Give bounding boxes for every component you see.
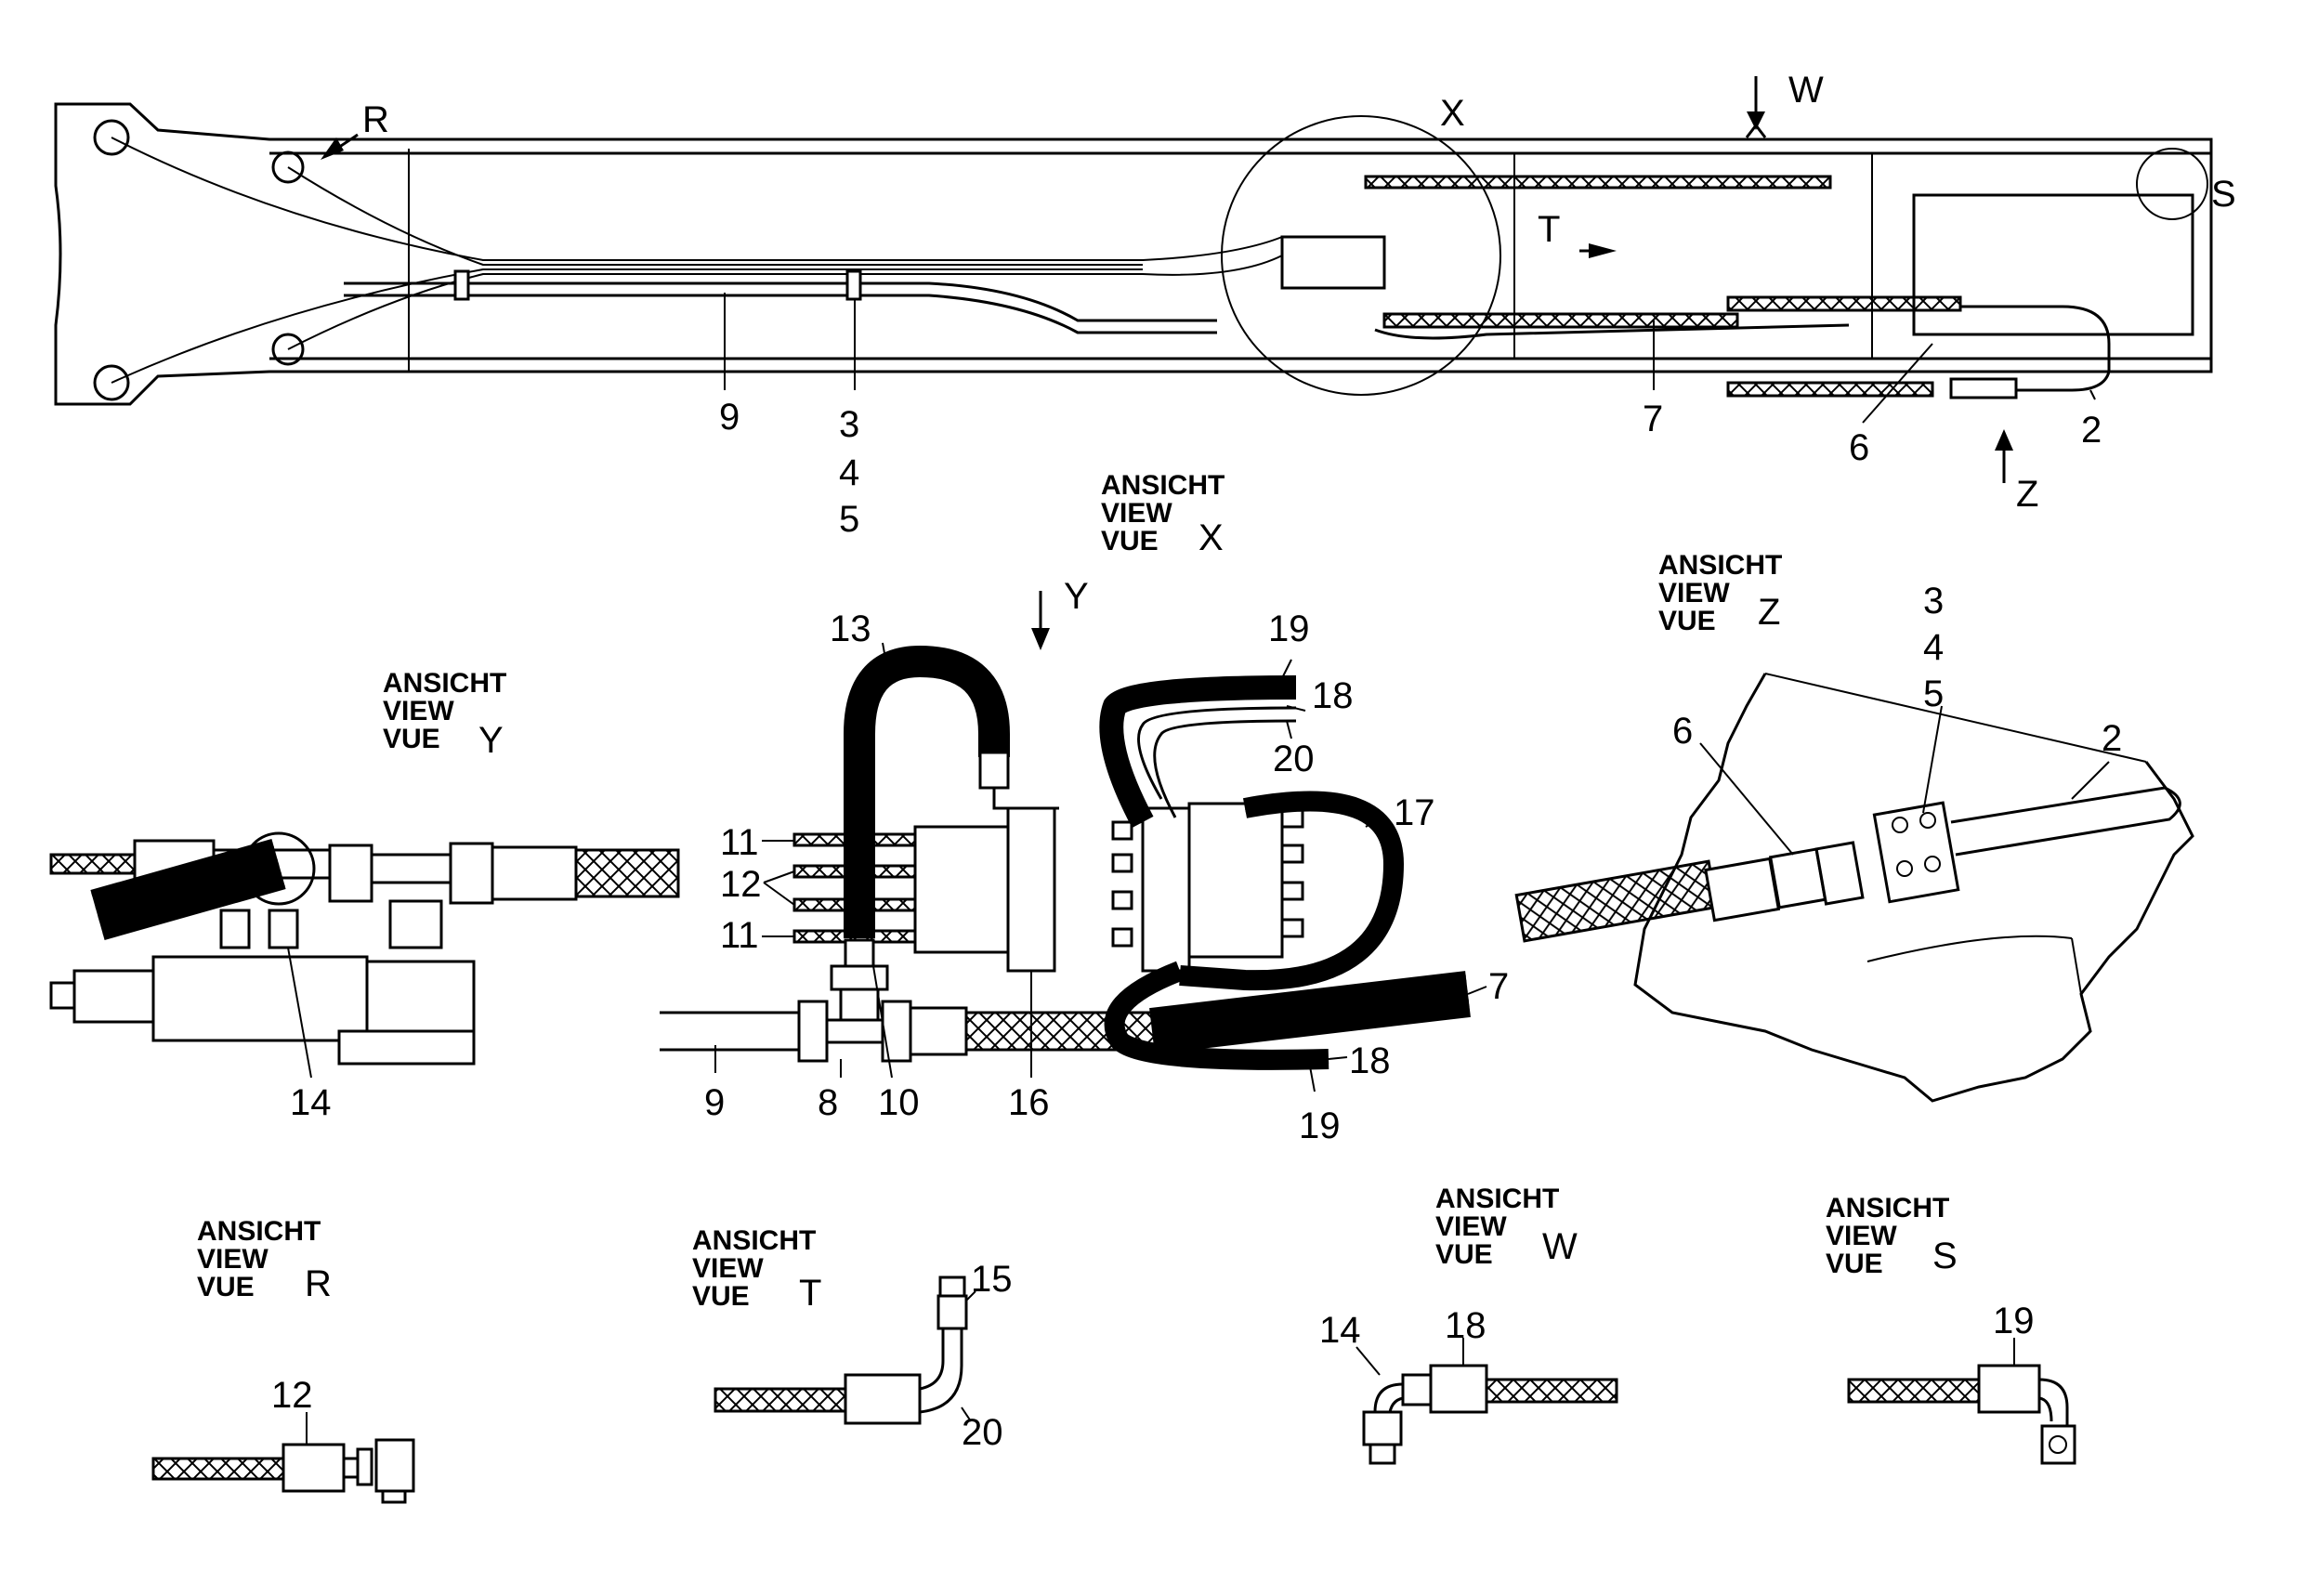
view-w-title-l1: ANSICHT: [1435, 1184, 1559, 1214]
view-s-title-l3: VUE: [1826, 1249, 1883, 1279]
callout-16: 16: [1008, 1082, 1050, 1123]
callout-19-s: 19: [1993, 1301, 2035, 1341]
callout-7-x: 7: [1488, 966, 1509, 1007]
view-y-title-l3: VUE: [383, 724, 440, 754]
callout-10: 10: [878, 1082, 920, 1123]
view-z-title-l3: VUE: [1658, 606, 1716, 636]
callout-15: 15: [971, 1259, 1013, 1300]
callout-17: 17: [1394, 792, 1435, 833]
callout-18-w: 18: [1445, 1305, 1486, 1346]
view-s-title-l1: ANSICHT: [1826, 1193, 1949, 1223]
view-w-detail: ANSICHT VIEW VUE W 14 18: [1319, 1184, 1618, 1465]
callout-13: 13: [830, 608, 871, 649]
marker-r: R: [362, 99, 389, 140]
callout-11-upper: 11: [720, 822, 759, 863]
callout-2-z: 2: [2102, 718, 2122, 759]
view-w-title-letter: W: [1542, 1226, 1578, 1267]
callout-2-main: 2: [2081, 410, 2102, 451]
view-y-title-letter: Y: [478, 720, 504, 761]
callout-7-main: 7: [1643, 399, 1663, 439]
view-r-title-letter: R: [305, 1263, 332, 1304]
view-r-title-l1: ANSICHT: [197, 1216, 321, 1247]
view-t-title-l2: VIEW: [692, 1253, 764, 1284]
view-s-title-letter: S: [1932, 1236, 1958, 1276]
view-t-detail: ANSICHT VIEW VUE T 15 20: [692, 1225, 1013, 1453]
view-s-title-l2: VIEW: [1826, 1221, 1897, 1251]
marker-t: T: [1538, 209, 1560, 250]
callout-9-x: 9: [704, 1082, 725, 1123]
callout-18-bottom: 18: [1349, 1040, 1391, 1081]
callout-6-main: 6: [1849, 427, 1869, 468]
view-t-title-letter: T: [799, 1273, 821, 1314]
callout-18-top: 18: [1312, 675, 1354, 716]
view-x-title-l3: VUE: [1101, 526, 1159, 556]
callout-5-z: 5: [1923, 674, 1944, 714]
view-z-title-letter: Z: [1758, 592, 1780, 633]
view-z-title-l1: ANSICHT: [1658, 550, 1782, 581]
callout-3-main: 3: [839, 404, 859, 445]
callout-9-main: 9: [719, 397, 740, 438]
callout-5-main: 5: [839, 499, 859, 540]
callout-8: 8: [818, 1082, 838, 1123]
view-t-title-l1: ANSICHT: [692, 1225, 816, 1256]
callout-14-w: 14: [1319, 1310, 1361, 1351]
view-r-title-l3: VUE: [197, 1272, 255, 1302]
callout-19-bottom: 19: [1299, 1105, 1341, 1146]
view-y-detail: ANSICHT VIEW VUE Y 14: [49, 668, 680, 1123]
callout-11-lower: 11: [720, 915, 759, 956]
marker-y: Y: [1064, 576, 1089, 617]
view-x-title-l1: ANSICHT: [1101, 470, 1225, 501]
view-s-detail: ANSICHT VIEW VUE S 19: [1826, 1193, 2076, 1465]
view-r-detail: ANSICHT VIEW VUE R 12: [151, 1216, 415, 1504]
marker-x: X: [1440, 93, 1465, 134]
callout-4-main: 4: [839, 452, 859, 493]
view-w-title-l2: VIEW: [1435, 1211, 1507, 1242]
marker-s: S: [2211, 174, 2236, 215]
view-y-title-l1: ANSICHT: [383, 668, 506, 699]
callout-3-z: 3: [1923, 581, 1944, 621]
marker-z: Z: [2016, 474, 2038, 515]
view-t-title-l3: VUE: [692, 1281, 750, 1312]
view-z-title-l2: VIEW: [1658, 578, 1730, 608]
main-boom-view: 9 3 4 5 7 6 2 R X W S T Z: [54, 70, 2236, 540]
callout-12-r: 12: [271, 1375, 313, 1416]
callout-12: 12: [720, 864, 762, 905]
callout-4-z: 4: [1923, 627, 1944, 668]
view-z-detail: ANSICHT VIEW VUE Z 3 4 5 6 2: [1514, 550, 2194, 1103]
view-x-title-letter: X: [1198, 517, 1224, 558]
callout-20-t: 20: [962, 1412, 1003, 1453]
view-w-title-l3: VUE: [1435, 1239, 1493, 1270]
marker-w: W: [1788, 70, 1824, 111]
callout-14-y: 14: [290, 1082, 332, 1123]
callout-20-top: 20: [1273, 739, 1315, 779]
view-y-title-l2: VIEW: [383, 696, 454, 726]
view-x-detail: ANSICHT VIEW VUE X Y: [660, 470, 1509, 1146]
view-x-title-l2: VIEW: [1101, 498, 1172, 529]
callout-19-top: 19: [1268, 608, 1310, 649]
view-r-title-l2: VIEW: [197, 1244, 268, 1275]
callout-6-z: 6: [1672, 711, 1693, 752]
